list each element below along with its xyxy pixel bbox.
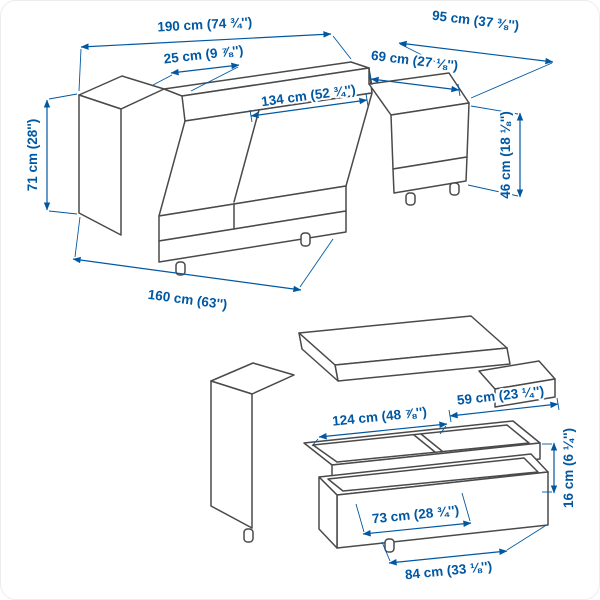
- assembled-view-art: [78, 61, 470, 276]
- armrest-side-face: [210, 380, 253, 529]
- dim-box-outer-width-label: 84 cm (33 ⅛''): [404, 559, 493, 583]
- chaise-seat: [158, 92, 373, 263]
- dim-back-height: 46 cm (18 ⅛''): [467, 105, 524, 201]
- cushion-seam: [233, 109, 260, 203]
- dim-total-width: 190 cm (74 ¾''): [78, 13, 352, 92]
- backrest: [163, 61, 373, 122]
- dim-total-height: 71 cm (28''): [23, 93, 78, 215]
- right-back-front-face: [494, 378, 556, 408]
- dim-total-width-label: 190 cm (74 ¾''): [157, 15, 253, 35]
- right-seat-section: [368, 72, 470, 194]
- right-back-section: [478, 360, 556, 408]
- raised-seat-lid: [298, 315, 511, 382]
- dim-back-height-label: 46 cm (18 ⅛''): [498, 111, 513, 198]
- dim-armrest-width-label: 25 cm (9 ⅞''): [163, 43, 244, 67]
- armrest: [78, 75, 165, 236]
- dim-total-height-label: 71 cm (28''): [25, 119, 40, 191]
- dim-section-depth-label: 95 cm (37 ⅜''): [431, 8, 520, 34]
- leg: [449, 182, 460, 196]
- leg: [384, 538, 395, 553]
- dim-storage-length-label: 124 cm (48 ⅞''): [332, 404, 428, 429]
- leg: [243, 528, 254, 543]
- storage-view-art: [210, 315, 556, 553]
- chaise-base: [158, 210, 347, 263]
- armrest: [210, 362, 295, 529]
- leg: [405, 192, 416, 206]
- dim-storage-height-label: 16 cm (6 ¼''): [561, 428, 576, 508]
- right-seat-base: [392, 156, 468, 194]
- dim-lid-width: 59 cm (23 ¼''): [448, 381, 560, 423]
- dim-storage-height: 16 cm (6 ¼''): [542, 426, 578, 510]
- box-rim-inner: [327, 457, 539, 492]
- dim-chaise-depth-label: 160 cm (63''): [147, 287, 228, 312]
- lid-side-face: [298, 332, 339, 382]
- box-side-face: [318, 476, 338, 549]
- leg: [300, 232, 311, 247]
- armrest-side-face: [78, 94, 122, 236]
